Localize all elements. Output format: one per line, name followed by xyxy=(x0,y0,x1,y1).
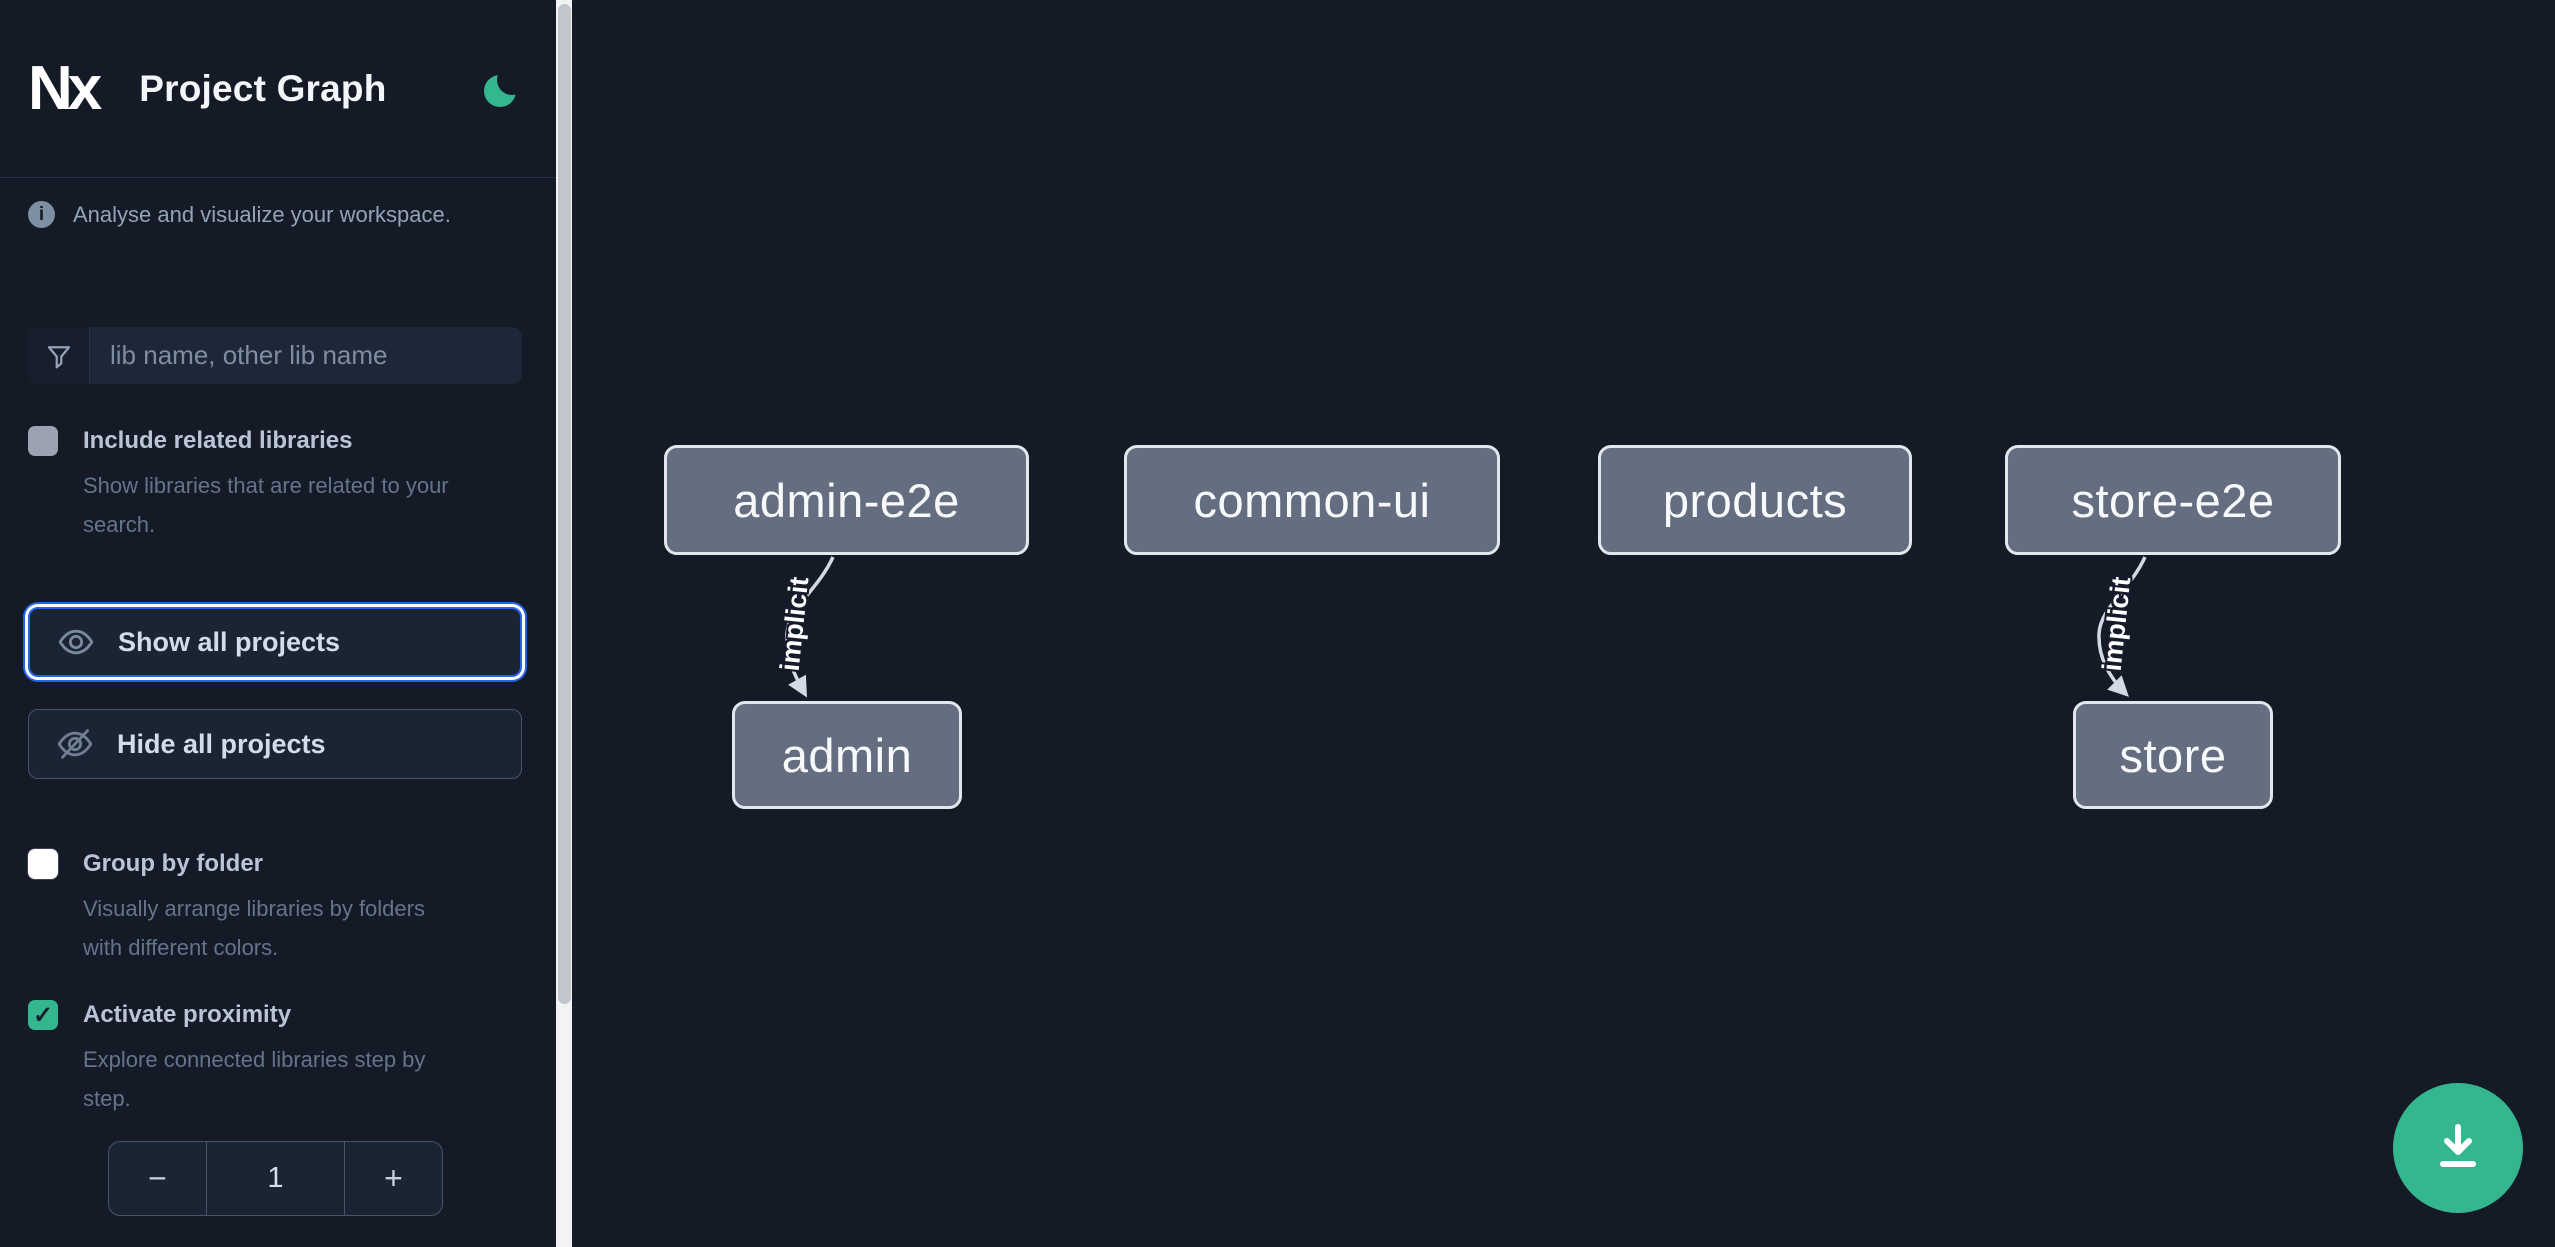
graph-node-store[interactable]: store xyxy=(2073,701,2273,809)
toggle-description: Show libraries that are related to your … xyxy=(83,473,449,537)
toggle-include-related: Include related libraries Show libraries… xyxy=(28,426,528,544)
download-icon xyxy=(2427,1117,2489,1179)
nx-logo: Nx xyxy=(28,53,102,123)
proximity-value: 1 xyxy=(206,1142,345,1215)
info-text: Analyse and visualize your workspace. xyxy=(73,201,451,227)
graph-node-products[interactable]: products xyxy=(1598,445,1912,555)
eye-icon xyxy=(56,622,96,662)
toggle-label: Include related libraries xyxy=(83,427,353,454)
graph-node-common-ui[interactable]: common-ui xyxy=(1124,445,1500,555)
toggle-activate-proximity: ✓ Activate proximity Explore connected l… xyxy=(28,1000,528,1118)
proximity-stepper: − 1 + xyxy=(108,1141,443,1216)
toggle-label: Group by folder xyxy=(83,850,263,877)
checkmark-icon: ✓ xyxy=(32,1001,54,1029)
graph-node-admin-e2e[interactable]: admin-e2e xyxy=(664,445,1029,555)
sidebar: Nx Project Graph i Analyse and visualize… xyxy=(0,0,556,1247)
show-all-projects-button[interactable]: Show all projects xyxy=(28,607,522,677)
include-related-checkbox[interactable] xyxy=(28,426,58,456)
sidebar-scrollbar-thumb[interactable] xyxy=(557,4,571,1004)
toggle-description: Visually arrange libraries by folders wi… xyxy=(83,896,425,960)
toggle-label: Activate proximity xyxy=(83,1001,292,1028)
sidebar-scrollbar-track[interactable] xyxy=(556,0,572,1247)
hide-all-projects-button[interactable]: Hide all projects xyxy=(28,709,522,779)
button-label: Hide all projects xyxy=(117,728,326,759)
group-by-folder-checkbox[interactable] xyxy=(28,849,58,879)
app-header: Nx Project Graph xyxy=(0,0,556,178)
proximity-decrement-button[interactable]: − xyxy=(109,1142,206,1215)
info-icon: i xyxy=(28,201,55,228)
filter-search-box xyxy=(28,327,522,384)
filter-funnel-icon xyxy=(28,327,90,384)
graph-node-admin[interactable]: admin xyxy=(732,701,962,809)
search-input[interactable] xyxy=(90,327,522,384)
eye-off-icon xyxy=(55,724,95,764)
toggle-group-by-folder: Group by folder Visually arrange librari… xyxy=(28,849,528,967)
toggle-description: Explore connected libraries step by step… xyxy=(83,1047,426,1111)
theme-toggle-button[interactable] xyxy=(484,64,527,107)
button-label: Show all projects xyxy=(118,626,341,657)
proximity-increment-button[interactable]: + xyxy=(345,1142,442,1215)
project-graph-canvas[interactable] xyxy=(572,0,2555,1247)
save-image-button[interactable] xyxy=(2393,1083,2523,1213)
activate-proximity-checkbox[interactable]: ✓ xyxy=(28,1000,58,1030)
workspace-info: i Analyse and visualize your workspace. xyxy=(28,201,451,228)
graph-node-store-e2e[interactable]: store-e2e xyxy=(2005,445,2341,555)
page-title: Project Graph xyxy=(139,67,387,109)
